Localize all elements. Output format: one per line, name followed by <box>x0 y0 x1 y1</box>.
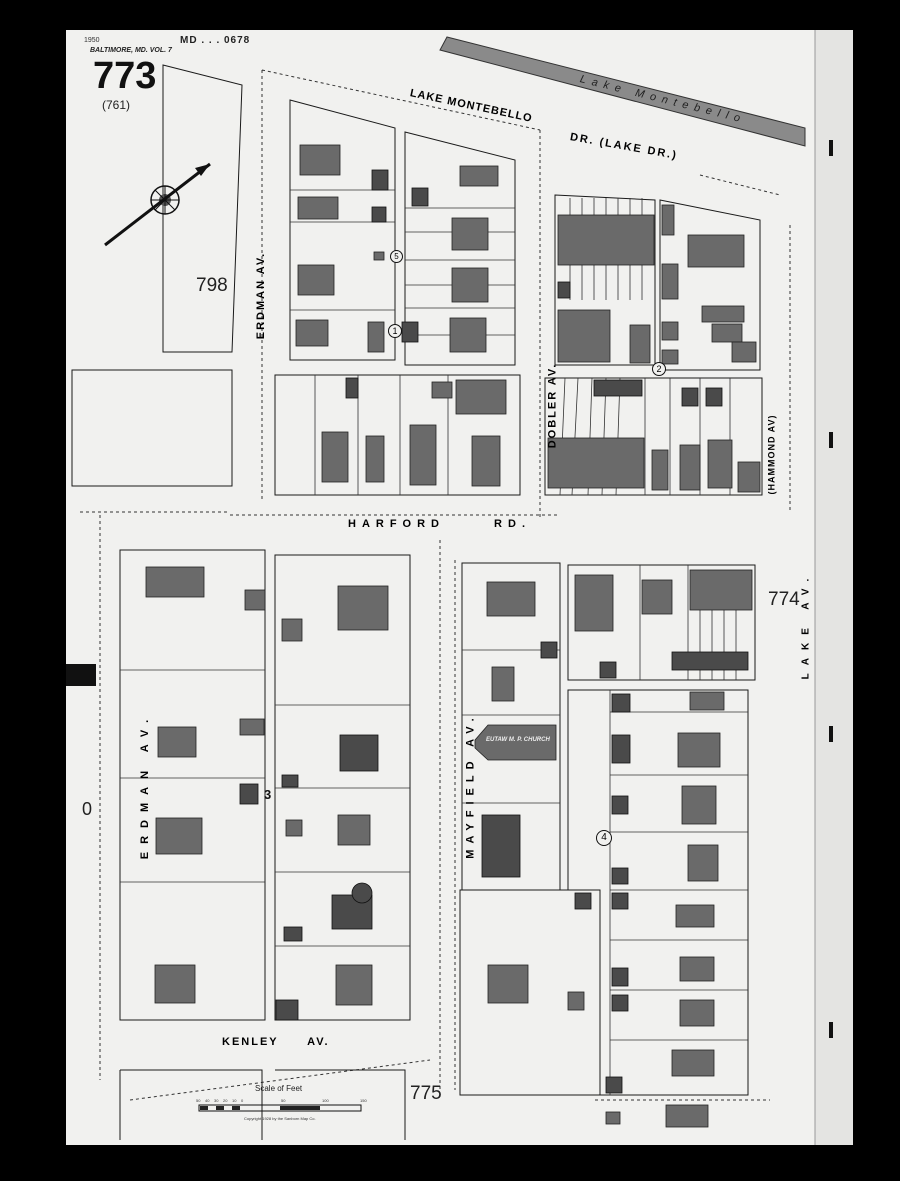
previous-page-ref: (761) <box>102 98 131 112</box>
scale-tick: 50 <box>196 1098 201 1103</box>
street-lake-montebello: LAKE MONTEBELLO <box>408 87 534 125</box>
scale-tick: 100 <box>322 1098 329 1103</box>
scale-tick: 20 <box>223 1098 228 1103</box>
street-erdman-north: ERDMAN AV. <box>255 251 268 340</box>
adjacent-sheet-774: 774 <box>768 589 800 610</box>
scale-tick: 150 <box>360 1098 367 1103</box>
street-mayfield: MAYFIELD AV. <box>464 712 477 859</box>
street-kenley: KENLEY AV. <box>222 1036 330 1048</box>
street-dobler: DOBLER AV. <box>546 362 559 449</box>
lake-label: Lake Montebello <box>578 73 748 127</box>
street-harford: HARFORD RD. <box>348 518 531 530</box>
scale-title: Scale of Feet <box>255 1084 303 1093</box>
left-edge-mark: 0 <box>82 799 93 819</box>
binding-tab <box>66 664 96 686</box>
scale-tick: 30 <box>214 1098 219 1103</box>
north-arrow-compass-icon <box>104 162 211 247</box>
copyright: Copyright 1928 by the Sanborn Map Co. <box>244 1116 316 1121</box>
volume-label: BALTIMORE, MD. VOL. 7 <box>90 47 172 54</box>
street-lake-dr: DR. (LAKE DR.) <box>569 131 679 162</box>
archive-stamp: MD . . . 0678 <box>180 35 251 46</box>
scale-tick: 10 <box>232 1098 237 1103</box>
street-lake-av: LAKE AV. <box>800 570 812 680</box>
scale-bar <box>198 1104 362 1112</box>
corner-mark: 1950 <box>84 37 100 44</box>
scale-ticks: 50 40 30 20 10 0 50 100 150 <box>196 1099 368 1104</box>
circled-number-1: 1 <box>388 324 402 338</box>
adjacent-sheet-775: 775 <box>410 1083 442 1104</box>
street-erdman-south: ERDMAN AV. <box>139 711 152 860</box>
adjacent-sheet-798: 798 <box>196 275 228 296</box>
binding-holes <box>829 140 833 1038</box>
circled-number-4: 4 <box>596 830 612 846</box>
circled-number-2: 2 <box>652 362 666 376</box>
circled-number-5: 5 <box>390 250 403 263</box>
scale-tick: 50 <box>281 1098 286 1103</box>
building-footprints <box>145 144 761 1128</box>
street-hammond: (HAMMOND AV) <box>766 414 777 495</box>
lake-montebello-shore <box>439 36 806 147</box>
church-label: EUTAW M. P. CHURCH <box>486 737 550 743</box>
scale-tick: 0 <box>241 1098 244 1103</box>
page-number: 773 <box>93 55 157 97</box>
circled-number-3: 3 <box>264 787 272 802</box>
page-edge-strip <box>815 30 853 1145</box>
scale-tick: 40 <box>205 1098 210 1103</box>
